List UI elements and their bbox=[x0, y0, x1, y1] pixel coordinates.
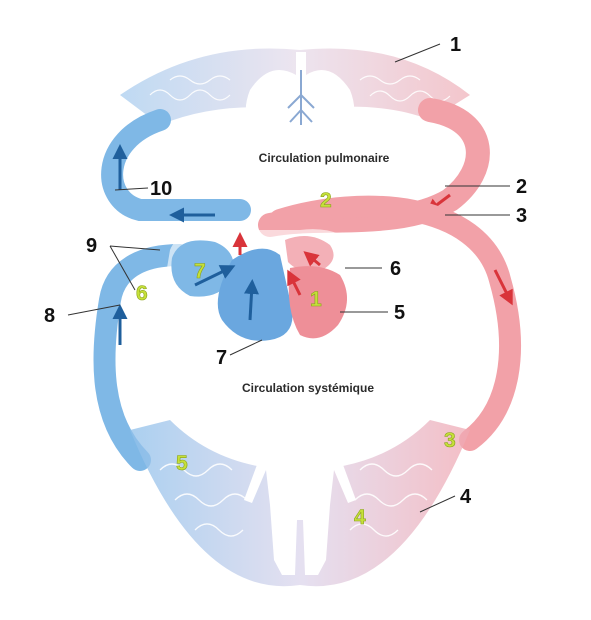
callout-8: 8 bbox=[44, 305, 55, 327]
callout-9: 9 bbox=[86, 235, 97, 257]
stage-marker-2: 2 bbox=[320, 189, 332, 212]
callout-3: 3 bbox=[516, 205, 527, 227]
systemic-circulation-title: Circulation systémique bbox=[242, 381, 374, 395]
pulmonary-circulation-title: Circulation pulmonaire bbox=[259, 151, 390, 165]
callout-7: 7 bbox=[216, 347, 227, 369]
stage-marker-4: 4 bbox=[354, 506, 366, 529]
stage-marker-1: 1 bbox=[310, 288, 322, 311]
pulmonary-artery-vessel bbox=[101, 109, 251, 221]
heart bbox=[164, 229, 368, 347]
callout-4: 4 bbox=[460, 486, 472, 508]
stage-marker-6: 6 bbox=[136, 282, 148, 305]
callout-5: 5 bbox=[394, 302, 405, 324]
vena-cava-vessel bbox=[93, 244, 191, 471]
stage-marker-3: 3 bbox=[444, 429, 456, 452]
callout-1: 1 bbox=[450, 34, 461, 56]
left-ventricle bbox=[288, 266, 348, 339]
stage-marker-7: 7 bbox=[194, 260, 206, 283]
callout-10: 10 bbox=[150, 178, 172, 200]
stage-marker-5: 5 bbox=[176, 452, 188, 475]
right-ventricle bbox=[217, 248, 293, 341]
leader-lines bbox=[67, 43, 510, 513]
human-body-silhouette bbox=[244, 378, 356, 575]
right-atrium bbox=[171, 240, 234, 297]
lungs-silhouette bbox=[245, 52, 355, 138]
callout-6: 6 bbox=[390, 258, 401, 280]
callout-2: 2 bbox=[516, 176, 527, 198]
